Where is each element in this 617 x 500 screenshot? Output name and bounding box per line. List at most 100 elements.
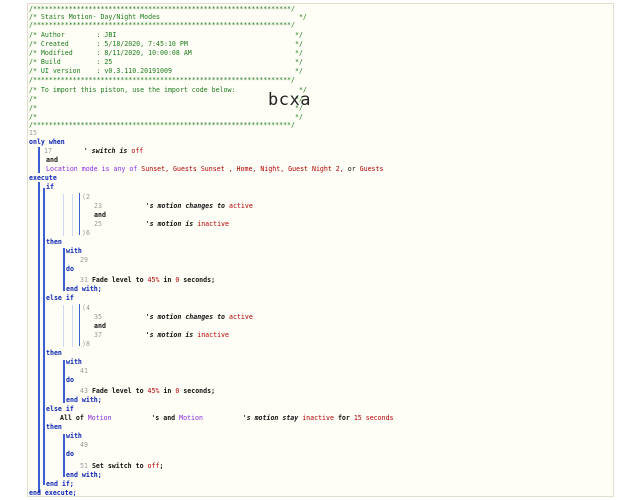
- line-number: 29: [80, 256, 88, 264]
- value-duration: 15 seconds: [353, 414, 394, 422]
- import-code-watermark: bcxa: [268, 90, 311, 110]
- end-if-keyword[interactable]: end if;: [46, 480, 74, 488]
- condition-switch[interactable]: 17 ' switch is off: [44, 147, 143, 155]
- line-number: 31: [80, 276, 88, 284]
- value-zero: 0: [175, 276, 180, 284]
- header-author: /* Author : JBI */: [29, 31, 303, 39]
- with-bar: [63, 360, 65, 403]
- value-percent: 45%: [147, 276, 160, 284]
- if-bar: [43, 188, 45, 485]
- line-number: 37: [94, 331, 102, 339]
- line-number: 35: [94, 313, 102, 321]
- line-number: 43: [80, 387, 88, 395]
- condition-guide: [72, 305, 73, 347]
- do-keyword[interactable]: do: [66, 376, 74, 384]
- group-open: (4: [82, 304, 90, 312]
- execute-keyword[interactable]: execute: [29, 174, 57, 182]
- condition-text: 's motion is: [145, 220, 198, 228]
- then-keyword[interactable]: then: [46, 238, 62, 246]
- statement-text: Fade level to: [91, 276, 148, 284]
- do-keyword[interactable]: do: [66, 265, 74, 273]
- line-number: 49: [80, 441, 88, 449]
- with-bar: [63, 434, 65, 477]
- line-number: 23: [94, 202, 102, 210]
- header-border: /***************************************…: [29, 21, 295, 29]
- then-keyword[interactable]: then: [46, 423, 62, 431]
- statement-text: in: [159, 276, 176, 284]
- condition-motion-stay-inactive[interactable]: All of Motion 's and Motion 's motion st…: [60, 414, 394, 422]
- or-text: or: [347, 165, 360, 173]
- line-number: 51: [80, 462, 88, 470]
- group-open: (2: [82, 193, 90, 201]
- line-number: 25: [94, 220, 102, 228]
- header-blank: /* */: [29, 104, 303, 112]
- location-mode-text: Location mode is any of: [46, 165, 142, 173]
- statement-text: ;: [159, 462, 164, 470]
- condition-text: for: [333, 414, 354, 422]
- header-build: /* Build : 25 */: [29, 58, 303, 66]
- line-number: 41: [80, 367, 88, 375]
- condition-text: All of: [60, 414, 88, 422]
- condition-motion-active[interactable]: 23 's motion changes to active: [94, 202, 253, 210]
- statement-text: seconds;: [179, 387, 216, 395]
- condition-location-mode[interactable]: Location mode is any of Sunset, Guests S…: [46, 165, 383, 173]
- execute-bar: [38, 182, 40, 493]
- do-keyword[interactable]: do: [66, 450, 74, 458]
- header-modified: /* Modified : 8/11/2020, 10:00:08 AM */: [29, 49, 303, 57]
- value-off: off: [147, 462, 160, 470]
- header-blank: /* */: [29, 95, 303, 103]
- else-if-keyword[interactable]: else if: [46, 405, 74, 413]
- and-operator[interactable]: and: [46, 156, 58, 164]
- value-active: active: [229, 202, 253, 210]
- with-keyword[interactable]: with: [66, 432, 82, 440]
- header-border-top: /***************************************…: [29, 5, 295, 13]
- end-with-keyword[interactable]: end with;: [66, 396, 102, 404]
- statement-text: in: [159, 387, 176, 395]
- statement-text: seconds;: [179, 276, 216, 284]
- value-percent: 45%: [147, 387, 160, 395]
- condition-text: ' switch is: [83, 147, 132, 155]
- end-with-keyword[interactable]: end with;: [66, 285, 102, 293]
- end-with-keyword[interactable]: end with;: [66, 471, 102, 479]
- only-when-keyword[interactable]: only when: [29, 138, 65, 146]
- with-keyword[interactable]: with: [66, 247, 82, 255]
- condition-motion-active[interactable]: 35 's motion changes to active: [94, 313, 253, 321]
- fade-level-statement[interactable]: 31 Fade level to 45% in 0 seconds;: [80, 276, 215, 284]
- and-operator[interactable]: and: [94, 211, 106, 219]
- condition-text: 's motion changes to: [145, 313, 229, 321]
- header-border: /***************************************…: [29, 76, 295, 84]
- set-switch-statement[interactable]: 51 Set switch to off;: [80, 462, 163, 470]
- header-blank: /* */: [29, 113, 303, 121]
- header-border-bottom: /***************************************…: [29, 121, 295, 129]
- value-off: off: [131, 147, 144, 155]
- only-when-bar: [38, 147, 40, 173]
- with-bar: [63, 248, 65, 291]
- line-number: 17: [44, 147, 52, 155]
- value-inactive: inactive: [302, 414, 334, 422]
- value-inactive: inactive: [197, 220, 229, 228]
- if-keyword[interactable]: if: [46, 183, 54, 191]
- header-import-note: /* To import this piston, use the import…: [29, 86, 307, 94]
- else-if-keyword[interactable]: else if: [46, 294, 74, 302]
- value-active: active: [229, 313, 253, 321]
- group-close: )8: [82, 340, 90, 348]
- end-execute-keyword[interactable]: end execute;: [29, 489, 77, 497]
- mode-values: Sunset, Guests Sunset , Home, Night, Gue…: [141, 165, 348, 173]
- condition-guide: [63, 194, 64, 236]
- then-keyword[interactable]: then: [46, 349, 62, 357]
- statement-text: Set switch to: [91, 462, 148, 470]
- condition-motion-inactive[interactable]: 37 's motion is inactive: [94, 331, 229, 339]
- header-ui-version: /* UI version : v0.3.110.20191009 */: [29, 67, 303, 75]
- condition-text: 's motion stay: [242, 414, 303, 422]
- group-bar: [79, 304, 80, 346]
- condition-motion-inactive[interactable]: 25 's motion is inactive: [94, 220, 229, 228]
- and-operator[interactable]: and: [94, 322, 106, 330]
- condition-guide: [72, 194, 73, 236]
- fade-level-statement[interactable]: 43 Fade level to 45% in 0 seconds;: [80, 387, 215, 395]
- code-panel: [27, 3, 614, 497]
- with-keyword[interactable]: with: [66, 358, 82, 366]
- device-motion: Motion: [87, 414, 112, 422]
- value-zero: 0: [175, 387, 180, 395]
- header-created: /* Created : 5/18/2020, 7:45:10 PM */: [29, 40, 303, 48]
